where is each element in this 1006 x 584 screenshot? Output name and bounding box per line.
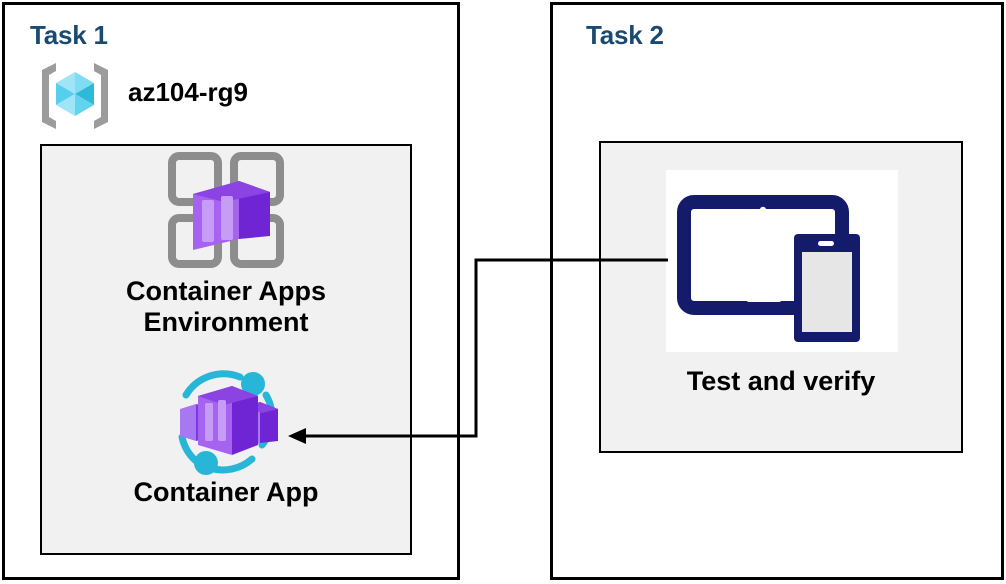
resource-group-label: az104-rg9 bbox=[128, 77, 248, 107]
test-and-verify-label: Test and verify bbox=[686, 366, 876, 396]
container-apps-environment-icon bbox=[166, 150, 286, 270]
resource-group-icon bbox=[36, 60, 114, 132]
container-apps-environment-node: Container Apps Environment bbox=[40, 150, 412, 365]
task-2-title: Task 2 bbox=[586, 20, 664, 50]
container-app-icon bbox=[166, 365, 286, 475]
test-and-verify-card bbox=[666, 170, 898, 352]
cae-label-line-1: Container Apps bbox=[125, 276, 326, 306]
container-app-label: Container App bbox=[133, 477, 319, 507]
container-app-node: Container App bbox=[40, 365, 412, 540]
cae-label-line-2: Environment bbox=[143, 307, 309, 338]
resource-group-row: az104-rg9 bbox=[36, 60, 316, 132]
devices-tablet-phone-icon bbox=[666, 170, 898, 352]
container-apps-environment-label: Container Apps Environment bbox=[40, 276, 412, 339]
task-1-title: Task 1 bbox=[30, 20, 108, 50]
